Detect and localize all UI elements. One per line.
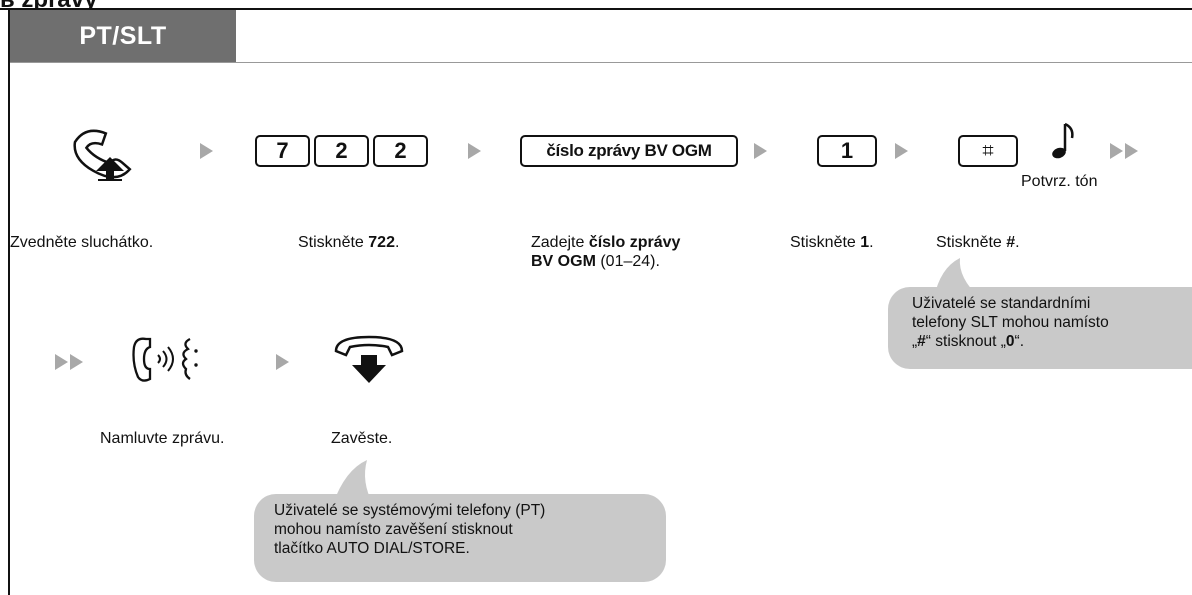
note-tail-pt (305, 460, 375, 509)
music-note-icon (1050, 120, 1078, 167)
caption-press-1: Stiskněte 1. (790, 234, 874, 251)
note-line: tlačítko AUTO DIAL/STORE. (274, 540, 470, 557)
caption-press-722: Stiskněte 722. (298, 234, 400, 251)
key-2: 2 (314, 135, 369, 167)
onhook-handset-icon (332, 333, 406, 392)
step-arrow-icon (200, 143, 213, 159)
note-bubble-slt: Uživatelé se standardními telefony SLT m… (888, 287, 1192, 369)
tab-pt-slt: PT/SLT (10, 10, 236, 63)
caption-offhook: Zvedněte sluchátko. (10, 234, 154, 251)
tab-underline (10, 62, 1192, 63)
frame-left-border (8, 8, 10, 595)
note-line: mohou namísto zavěšení stisknout (274, 521, 513, 538)
confirm-tone-label: Potvrz. tón (1021, 173, 1098, 190)
note-line: telefony SLT mohou namísto (912, 314, 1109, 331)
step-arrow-icon (895, 143, 908, 159)
caption-speak: Namluvte zprávu. (100, 430, 225, 447)
step-arrow-icon (754, 143, 767, 159)
caption-press-hash: Stiskněte #. (936, 234, 1020, 251)
offhook-handset-icon (70, 123, 158, 186)
double-arrow-icon (55, 354, 83, 370)
caption-hangup: Zavěste. (331, 430, 393, 447)
note-line: Uživatelé se systémovými telefony (PT) (274, 502, 546, 519)
note-line: Uživatelé se standardními (912, 295, 1091, 312)
speak-handset-icon (128, 333, 208, 390)
frame-top-border (0, 8, 1192, 10)
key-1: 1 (817, 135, 877, 167)
note-bubble-pt: Uživatelé se systémovými telefony (PT) m… (254, 494, 666, 582)
key-2: 2 (373, 135, 428, 167)
double-arrow-icon (1110, 143, 1138, 159)
step-arrow-icon (468, 143, 481, 159)
key-hash: ⌗ (958, 135, 1018, 167)
key-7: 7 (255, 135, 310, 167)
note-line: „#“ stisknout „0“. (912, 333, 1024, 350)
key-sequence-722: 7 2 2 (255, 135, 428, 167)
key-message-number: číslo zprávy BV OGM (520, 135, 738, 167)
step-arrow-icon (276, 354, 289, 370)
